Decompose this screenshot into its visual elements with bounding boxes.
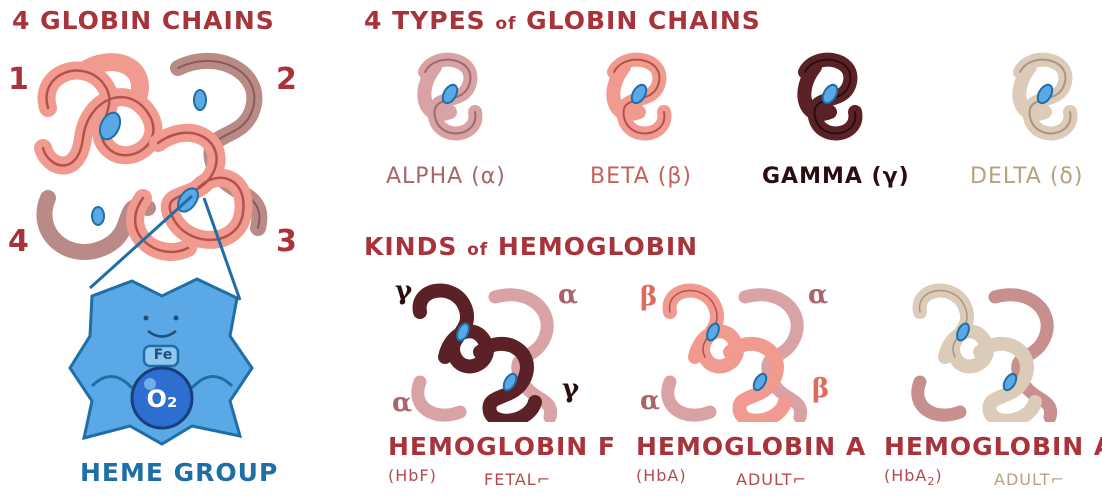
kinds-title-suffix: HEMOGLOBIN <box>488 232 698 261</box>
hbf-note-text: FETAL <box>484 470 537 489</box>
hba2-abbr-end: ) <box>935 466 942 485</box>
hba-note-text: ADULT <box>736 470 792 489</box>
hbf-alpha-top-right: α <box>558 280 578 310</box>
alpha-chain-illustration <box>405 52 495 152</box>
title-kinds-of-hemoglobin: KINDS of HEMOGLOBIN <box>364 232 698 261</box>
hba-abbr: (HbA) <box>636 466 687 485</box>
hba-alpha-bottom-left: α <box>640 386 660 416</box>
hba-tetramer-illustration <box>655 282 815 422</box>
hba2-abbr-text: (HbA <box>884 466 927 485</box>
hbf-gamma-bottom-right: γ <box>562 374 579 404</box>
hba-note: ADULT⌐ <box>736 470 807 489</box>
hba2-note: ADULT⌐ <box>994 470 1065 489</box>
hbf-tetramer-illustration <box>405 282 565 422</box>
types-title-of: of <box>495 14 516 34</box>
hba-beta-bottom-right: β <box>812 374 829 404</box>
hbf-note: FETAL⌐ <box>484 470 551 489</box>
hba2-tetramer-illustration <box>905 282 1065 422</box>
hba-beta-top-left: β <box>640 282 657 312</box>
hbf-gamma-top-left: γ <box>395 276 412 306</box>
beta-chain-illustration <box>594 52 684 152</box>
kinds-title-of: of <box>467 240 488 260</box>
hba2-name: HEMOGLOBIN A2 <box>884 432 1102 465</box>
hba-note-hook: ⌐ <box>792 470 806 489</box>
hba2-abbr: (HbA2) <box>884 466 943 488</box>
hba2-name-text: HEMOGLOBIN A <box>884 432 1102 461</box>
oxygen-label: O₂ <box>132 385 192 413</box>
title-4-types-of-globin-chains: 4 TYPES of GLOBIN CHAINS <box>364 6 761 35</box>
heme-group-label: HEME GROUP <box>80 458 278 487</box>
iron-label: Fe <box>146 347 180 363</box>
hbf-alpha-bottom-left: α <box>392 388 412 418</box>
hba2-note-hook: ⌐ <box>1050 470 1064 489</box>
hbf-note-hook: ⌐ <box>537 470 551 489</box>
kinds-title-prefix: KINDS <box>364 232 467 261</box>
hbf-name: HEMOGLOBIN F <box>388 432 616 461</box>
gamma-chain-illustration <box>785 52 875 152</box>
hba2-note-text: ADULT <box>994 470 1050 489</box>
delta-label: DELTA (δ) <box>970 164 1083 189</box>
hbf-abbr: (HbF) <box>388 466 437 485</box>
hba-alpha-top-right: α <box>808 280 828 310</box>
types-title-prefix: 4 TYPES <box>364 6 495 35</box>
beta-label: BETA (β) <box>590 164 692 189</box>
types-title-suffix: GLOBIN CHAINS <box>516 6 760 35</box>
gamma-label: GAMMA (γ) <box>762 164 910 189</box>
delta-chain-illustration <box>1000 52 1090 152</box>
hba-name: HEMOGLOBIN A <box>636 432 866 461</box>
alpha-label: ALPHA (α) <box>386 164 506 189</box>
